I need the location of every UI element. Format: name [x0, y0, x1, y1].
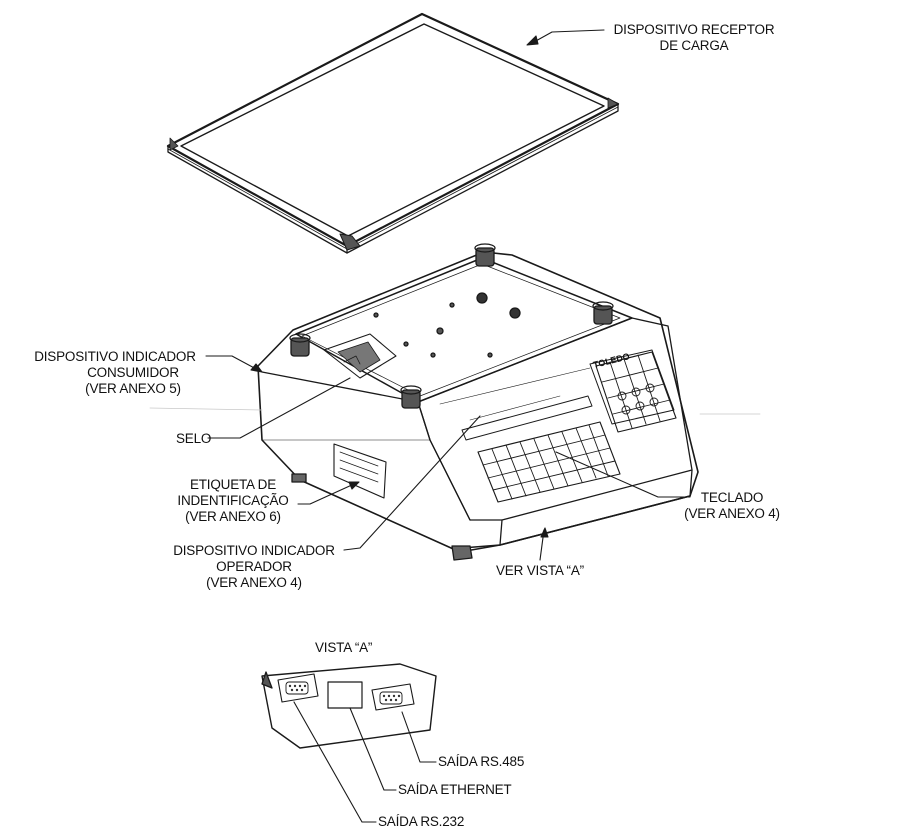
consumidor-line-1: DISPOSITIVO INDICADOR [34, 349, 196, 364]
consumidor-line-3: (VER ANEXO 5) [85, 381, 181, 396]
leader-lines [205, 29, 691, 823]
selo-label: SELO [176, 431, 212, 446]
receptor-line-2: DE CARGA [659, 38, 729, 53]
ethernet-label: SAÍDA ETHERNET [398, 782, 512, 797]
teclado-line-2: (VER ANEXO 4) [684, 506, 780, 521]
etiqueta-line-3: (VER ANEXO 6) [185, 509, 281, 524]
ver-vista-label: VER VISTA “A” [496, 563, 584, 578]
vista-a-panel [261, 663, 437, 749]
load-receiver-tray [166, 12, 620, 254]
etiqueta-label: ETIQUETA DE INDENTIFICAÇÃO (VER ANEXO 6) [168, 477, 298, 525]
operador-line-1: DISPOSITIVO INDICADOR [173, 543, 335, 558]
numeric-keypad [595, 351, 677, 433]
receptor-line-1: DISPOSITIVO RECEPTOR [613, 22, 775, 37]
teclado-label: TECLADO (VER ANEXO 4) [672, 490, 792, 522]
vista-a-title: VISTA “A” [315, 640, 373, 655]
rs232-label: SAÍDA RS.232 [378, 814, 465, 829]
operador-line-3: (VER ANEXO 4) [206, 575, 302, 590]
operador-label: DISPOSITIVO INDICADOR OPERADOR (VER ANEX… [160, 543, 348, 591]
receptor-label: DISPOSITIVO RECEPTOR DE CARGA [596, 22, 792, 54]
teclado-line-1: TECLADO [700, 490, 764, 505]
consumidor-line-2: CONSUMIDOR [87, 365, 179, 380]
keyboard-grid [477, 421, 621, 503]
scale-body [257, 243, 699, 561]
rs485-label: SAÍDA RS.485 [438, 754, 525, 769]
operador-line-2: OPERADOR [216, 559, 292, 574]
consumidor-label: DISPOSITIVO INDICADOR CONSUMIDOR (VER AN… [20, 349, 210, 397]
etiqueta-line-1: ETIQUETA DE [189, 477, 277, 492]
etiqueta-line-2: INDENTIFICAÇÃO [177, 493, 289, 508]
